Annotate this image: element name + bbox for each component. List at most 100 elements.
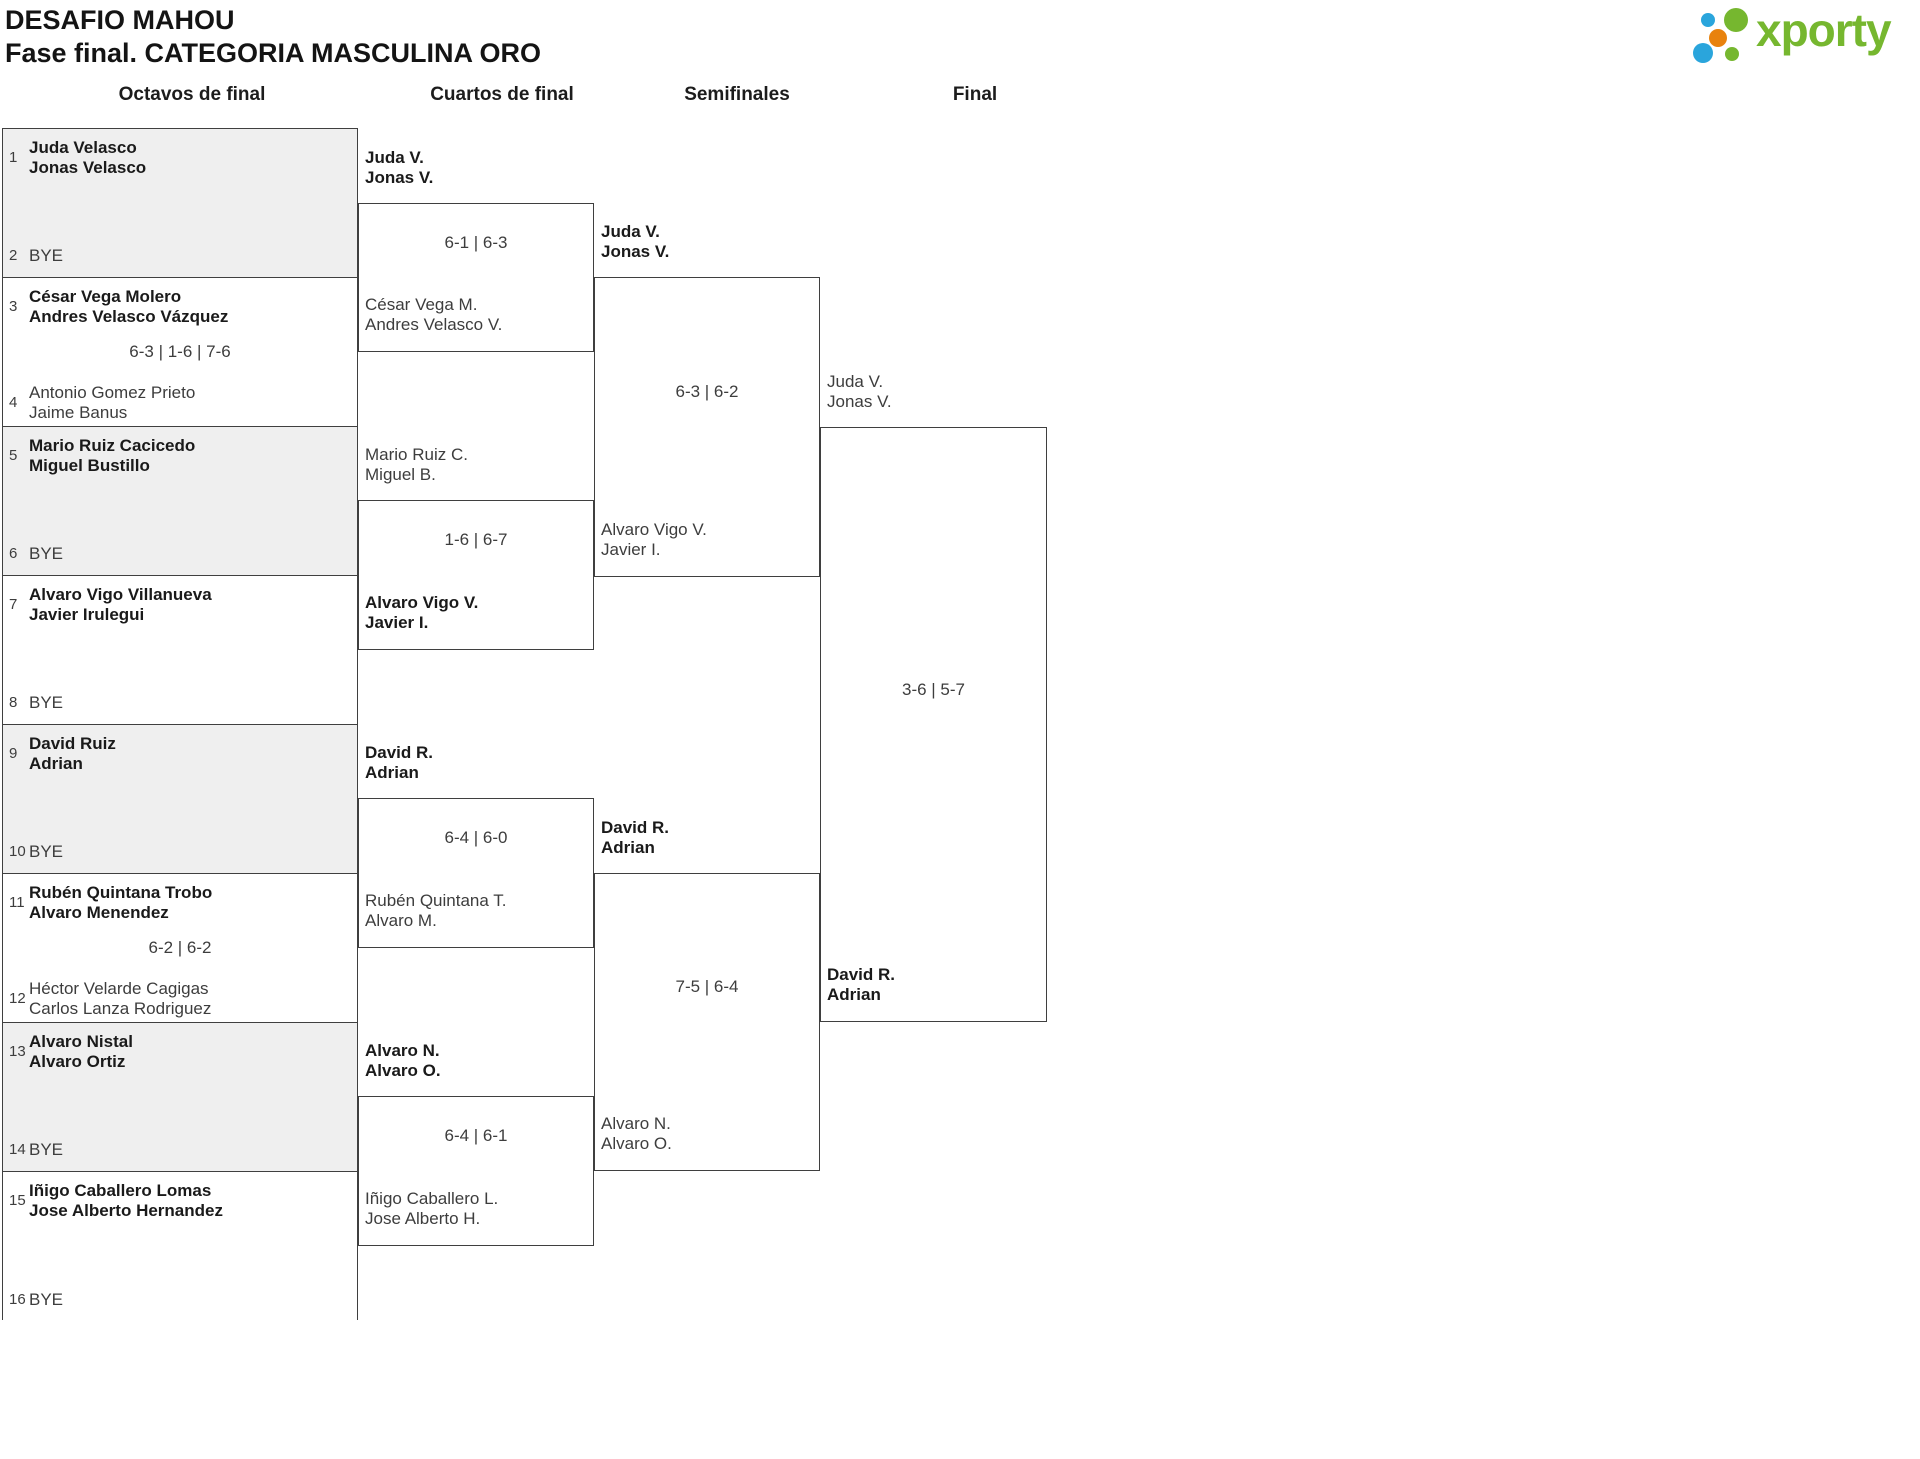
team-names: Alvaro Vigo Villanueva Javier Irulegui [29, 585, 212, 624]
match-score: 6-2 | 6-2 [148, 938, 212, 957]
team-names: Héctor Velarde Cagigas Carlos Lanza Rodr… [29, 979, 211, 1018]
team-name-line1: BYE [29, 543, 64, 563]
team-name-line1: BYE [29, 245, 64, 265]
team-label-bottom: Alvaro Vigo V. Javier I. [601, 520, 707, 559]
match-score: 6-4 | 6-0 [444, 828, 508, 847]
team-label-top: Alvaro N. Alvaro O. [365, 1041, 441, 1080]
team-entry-top: 15 Iñigo Caballero Lomas Jose Alberto He… [9, 1181, 354, 1220]
team-label-bottom: Rubén Quintana T. Alvaro M. [365, 891, 506, 930]
team-entry-bottom: 10 BYE [9, 842, 354, 862]
octavos-match-4[interactable]: 7 Alvaro Vigo Villanueva Javier Irulegui… [3, 576, 357, 725]
team-entry-bottom: 16 BYE [9, 1290, 354, 1310]
team-name-line2: Miguel Bustillo [29, 455, 150, 475]
team-name-line2: Miguel B. [365, 464, 436, 484]
team-names: Iñigo Caballero Lomas Jose Alberto Herna… [29, 1181, 223, 1220]
match-semifinal-2[interactable]: David R. Adrian 7-5 | 6-4 Alvaro N. Alva… [594, 818, 820, 1171]
team-label-bottom: Iñigo Caballero L. Jose Alberto H. [365, 1189, 498, 1228]
team-names: BYE [29, 842, 63, 862]
octavos-match-8[interactable]: 15 Iñigo Caballero Lomas Jose Alberto He… [3, 1172, 357, 1321]
team-name-line1: César Vega M. [365, 295, 478, 314]
match-score: 6-3 | 6-2 [675, 382, 739, 401]
team-name-line1: Alvaro Vigo V. [601, 520, 707, 539]
team-entry-bottom: 2 BYE [9, 246, 354, 266]
team-name-line1: Héctor Velarde Cagigas [29, 979, 209, 998]
match-semifinal-1[interactable]: Juda V. Jonas V. 6-3 | 6-2 Alvaro Vigo V… [594, 222, 820, 577]
team-entry-top: 1 Juda Velasco Jonas Velasco [9, 138, 354, 177]
team-label-bottom: Alvaro Vigo V. Javier I. [365, 593, 478, 632]
team-name-line2: Jose Alberto Hernandez [29, 1200, 223, 1220]
seed-number: 6 [9, 544, 18, 562]
logo-dot-orange-icon [1709, 29, 1727, 47]
team-names: Mario Ruiz Cacicedo Miguel Bustillo [29, 436, 195, 475]
team-name-line2: Adrian [827, 984, 881, 1004]
team-names: David Ruiz Adrian [29, 734, 116, 773]
octavos-match-7[interactable]: 13 Alvaro Nistal Alvaro Ortiz 14 BYE [3, 1023, 357, 1172]
team-name-line1: Juda V. [365, 148, 424, 167]
team-names: Antonio Gomez Prieto Jaime Banus [29, 383, 195, 422]
match-cuartos-3[interactable]: David R. Adrian 6-4 | 6-0 Rubén Quintana… [358, 743, 594, 948]
seed-number: 7 [9, 596, 18, 613]
team-names: César Vega Molero Andres Velasco Vázquez [29, 287, 228, 326]
team-name-line1: Antonio Gomez Prieto [29, 383, 196, 402]
octavos-match-5[interactable]: 9 David Ruiz Adrian 10 BYE [3, 725, 357, 874]
page-title: DESAFIO MAHOU [5, 5, 235, 35]
match-cuartos-4[interactable]: Alvaro N. Alvaro O. 6-4 | 6-1 Iñigo Caba… [358, 1041, 594, 1246]
logo-dot-blue-large-icon [1693, 43, 1713, 63]
match-final[interactable]: Juda V. Jonas V. 3-6 | 5-7 David R. Adri… [820, 372, 1047, 1022]
octavos-match-2[interactable]: 3 César Vega Molero Andres Velasco Vázqu… [3, 278, 357, 427]
team-name-line1: Iñigo Caballero Lomas [29, 1181, 212, 1200]
team-name-line1: Alvaro Vigo V. [365, 593, 479, 612]
octavos-match-6[interactable]: 11 Rubén Quintana Trobo Alvaro Menendez … [3, 874, 357, 1023]
team-label-top: David R. Adrian [601, 818, 669, 857]
match-cuartos-1[interactable]: Juda V. Jonas V. 6-1 | 6-3 César Vega M.… [358, 148, 594, 352]
team-entry-top: 9 David Ruiz Adrian [9, 734, 354, 773]
seed-number: 1 [9, 149, 18, 166]
team-name-line1: BYE [29, 1139, 64, 1159]
team-name-line1: BYE [29, 1289, 64, 1309]
seed-number: 4 [9, 394, 18, 411]
team-name-line1: Mario Ruiz C. [365, 445, 468, 464]
seed-number: 15 [9, 1192, 26, 1209]
team-names: BYE [29, 1140, 63, 1160]
seed-number: 8 [9, 693, 18, 711]
seed-number: 10 [9, 842, 26, 860]
team-entry-top: 11 Rubén Quintana Trobo Alvaro Menendez [9, 883, 354, 922]
team-name-line2: Alvaro M. [365, 910, 437, 930]
logo-dot-blue-small-icon [1701, 13, 1715, 27]
team-label-top: Juda V. Jonas V. [365, 148, 433, 187]
team-label-top: Juda V. Jonas V. [601, 222, 669, 261]
team-name-line1: Alvaro Nistal [29, 1032, 133, 1051]
match-score: 1-6 | 6-7 [444, 530, 508, 549]
logo-wordmark[interactable]: xporty [1756, 4, 1892, 56]
team-name-line1: Alvaro Vigo Villanueva [29, 585, 212, 604]
seed-number: 9 [9, 745, 18, 762]
team-name-line1: Rubén Quintana Trobo [29, 883, 213, 902]
match-cuartos-2[interactable]: Mario Ruiz C. Miguel B. 1-6 | 6-7 Alvaro… [358, 445, 594, 650]
octavos-match-1[interactable]: 1 Juda Velasco Jonas Velasco 2 BYE [3, 129, 357, 278]
round-header-cuartos: Cuartos de final [430, 84, 574, 105]
team-label-bottom: César Vega M. Andres Velasco V. [365, 295, 502, 334]
team-names: BYE [29, 544, 63, 564]
team-name-line1: David R. [601, 818, 670, 837]
team-name-line1: David R. [365, 743, 434, 762]
seed-number: 3 [9, 298, 18, 315]
octavos-match-3[interactable]: 5 Mario Ruiz Cacicedo Miguel Bustillo 6 … [3, 427, 357, 576]
team-name-line2: Javier I. [365, 612, 429, 632]
match-score: 6-4 | 6-1 [444, 1126, 508, 1145]
team-name-line2: Jonas V. [365, 167, 434, 187]
team-label-top: Juda V. Jonas V. [827, 372, 892, 411]
logo-dot-green-large-icon [1724, 8, 1748, 32]
seed-number: 2 [9, 246, 18, 264]
team-name-line2: Jonas V. [601, 241, 670, 261]
team-name-line2: Adrian [29, 753, 83, 773]
team-name-line1: Alvaro N. [365, 1041, 440, 1060]
team-label-top: Mario Ruiz C. Miguel B. [365, 445, 468, 484]
xporty-logo[interactable] [1690, 0, 1920, 70]
team-name-line1: David Ruiz [29, 734, 116, 753]
team-name-line1: Juda V. [601, 222, 660, 241]
team-name-line1: Juda Velasco [29, 138, 137, 157]
team-name-line1: Mario Ruiz Cacicedo [29, 436, 196, 455]
team-names: Rubén Quintana Trobo Alvaro Menendez [29, 883, 212, 922]
round-header-octavos: Octavos de final [118, 84, 266, 105]
